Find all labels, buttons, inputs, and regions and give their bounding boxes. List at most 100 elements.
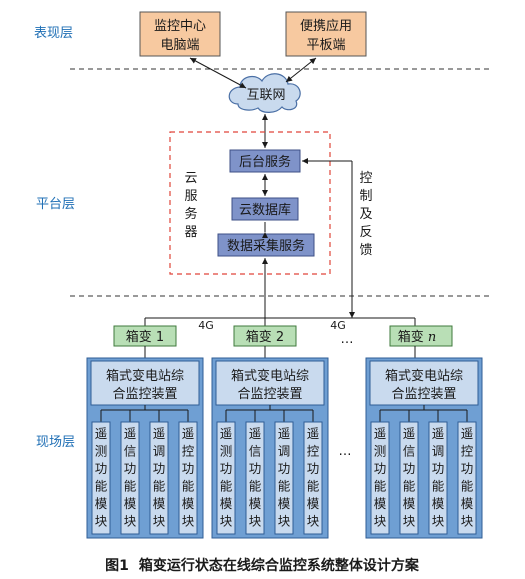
network-label-4g: 4G — [198, 319, 214, 332]
module-char: 块 — [461, 514, 474, 529]
module-char: 能 — [182, 479, 195, 494]
substation-1: 箱变 1 箱式变电站综 合监控装置 遥测功能模块遥信功能模块遥调功能模块遥控功能… — [86, 325, 204, 539]
client-line1: 监控中心 — [154, 19, 206, 34]
module-char: 块 — [278, 514, 291, 529]
module-char: 模 — [374, 496, 387, 511]
ellipsis-devices: … — [339, 444, 352, 459]
module-char: 功 — [95, 461, 108, 476]
module-char: 块 — [432, 514, 445, 529]
module-char: 调 — [278, 444, 291, 459]
module-char: 遥 — [278, 426, 291, 441]
client-monitoring-center: 监控中心 电脑端 — [139, 11, 221, 57]
module-char: 遥 — [182, 426, 195, 441]
client-line1: 便携应用 — [300, 18, 352, 34]
substation-label: 箱变 2 — [246, 329, 284, 345]
module-char: 能 — [95, 479, 108, 494]
module-char: 信 — [124, 444, 137, 459]
module-char: 信 — [403, 444, 416, 459]
client-line2: 平板端 — [306, 38, 345, 53]
cloud-server-char: 云 — [184, 171, 197, 186]
control-feedback-char: 控 — [359, 171, 372, 186]
module-char: 遥 — [124, 426, 137, 441]
module-char: 块 — [403, 514, 416, 529]
arrow-client1-cloud — [189, 57, 247, 89]
ellipsis-substations: … — [341, 332, 354, 347]
module-char: 模 — [432, 496, 445, 511]
layer-label-platform: 平台层 — [36, 197, 75, 212]
module-char: 测 — [374, 444, 387, 459]
module-char: 块 — [182, 514, 195, 529]
layer-label-presentation: 表现层 — [34, 26, 73, 41]
module-char: 块 — [220, 514, 233, 529]
control-feedback-char: 制 — [359, 189, 372, 204]
client-portable-tablet: 便携应用 平板端 — [285, 11, 367, 57]
substation-label: 箱变 n — [398, 329, 437, 345]
service-label: 数据采集服务 — [227, 238, 305, 254]
module-char: 块 — [124, 514, 137, 529]
module-char: 块 — [249, 514, 262, 529]
module-char: 块 — [153, 514, 166, 529]
cloud-server-char: 务 — [184, 206, 197, 222]
network-label-4g: 4G — [330, 319, 346, 332]
module-char: 模 — [249, 496, 262, 511]
module-char: 遥 — [95, 426, 108, 441]
module-char: 能 — [278, 479, 291, 494]
module-char: 功 — [153, 461, 166, 476]
module-char: 能 — [307, 479, 320, 494]
module-char: 模 — [461, 496, 474, 511]
module-char: 功 — [403, 461, 416, 476]
module-char: 模 — [182, 496, 195, 511]
module-char: 功 — [374, 461, 387, 476]
module-column — [91, 410, 198, 535]
module-char: 能 — [220, 479, 233, 494]
module-char: 模 — [403, 496, 416, 511]
device-line1: 箱式变电站综 — [231, 368, 309, 384]
module-char: 能 — [153, 479, 166, 494]
control-feedback-char: 反 — [359, 225, 372, 240]
module-char: 块 — [374, 514, 387, 529]
module-char: 测 — [220, 444, 233, 459]
layer-label-field: 现场层 — [36, 435, 75, 450]
arrow-client2-cloud — [285, 57, 317, 83]
module-char: 信 — [249, 444, 262, 459]
cloud-server-char: 服 — [184, 189, 197, 204]
module-char: 能 — [374, 479, 387, 494]
module-char: 模 — [95, 496, 108, 511]
module-char: 块 — [307, 514, 320, 529]
module-char: 功 — [461, 461, 474, 476]
module-char: 模 — [124, 496, 137, 511]
device-line1: 箱式变电站综 — [106, 368, 184, 384]
module-char: 功 — [182, 461, 195, 476]
device-line2: 合监控装置 — [112, 387, 177, 402]
substation-label: 箱变 1 — [126, 329, 164, 345]
module-char: 能 — [249, 479, 262, 494]
module-char: 遥 — [374, 426, 387, 441]
module-column — [370, 410, 477, 535]
service-cloud-database: 云数据库 — [231, 197, 299, 221]
module-char: 功 — [307, 461, 320, 476]
module-char: 功 — [124, 461, 137, 476]
module-char: 调 — [153, 444, 166, 459]
module-char: 遥 — [432, 426, 445, 441]
module-column — [216, 410, 323, 535]
module-char: 能 — [124, 479, 137, 494]
device-line2: 合监控装置 — [237, 387, 302, 402]
module-char: 遥 — [403, 426, 416, 441]
module-char: 块 — [95, 514, 108, 529]
device-line1: 箱式变电站综 — [385, 368, 463, 384]
service-label: 云数据库 — [239, 202, 291, 218]
module-char: 控 — [307, 444, 320, 459]
module-char: 模 — [153, 496, 166, 511]
module-char: 模 — [307, 496, 320, 511]
module-char: 功 — [432, 461, 445, 476]
module-char: 能 — [461, 479, 474, 494]
module-char: 控 — [461, 444, 474, 459]
module-char: 遥 — [307, 426, 320, 441]
service-label: 后台服务 — [239, 154, 291, 170]
module-char: 遥 — [249, 426, 262, 441]
device-line2: 合监控装置 — [391, 387, 456, 402]
cloud-server-frame — [169, 131, 331, 275]
service-backend: 后台服务 — [229, 149, 301, 173]
